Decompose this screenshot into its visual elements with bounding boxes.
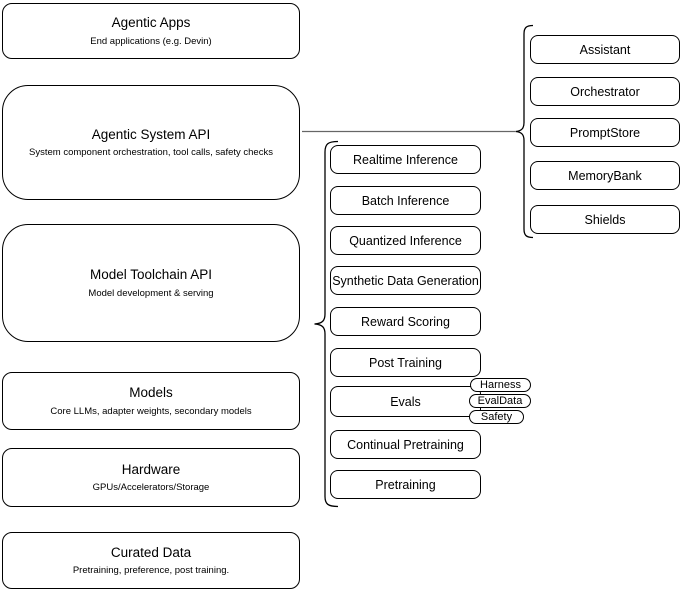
node-agentic-apps-title: Agentic Apps	[111, 15, 191, 31]
node-quantized-inference: Quantized Inference	[330, 226, 481, 255]
node-orchestrator: Orchestrator	[530, 77, 680, 106]
pill-harness: Harness	[470, 378, 531, 392]
node-shields: Shields	[530, 205, 680, 234]
node-pretraining: Pretraining	[330, 470, 481, 499]
node-continual-pretraining: Continual Pretraining	[330, 430, 481, 459]
node-agentic-apps-subtitle: End applications (e.g. Devin)	[90, 35, 212, 47]
pill-safety: Safety	[469, 410, 524, 424]
node-evals: Evals	[330, 386, 481, 417]
node-curated-data-subtitle: Pretraining, preference, post training.	[72, 565, 230, 577]
node-post-training: Post Training	[330, 348, 481, 377]
node-agentic-system-api-subtitle: System component orchestration, tool cal…	[29, 147, 273, 159]
node-curated-data: Curated Data Pretraining, preference, po…	[2, 532, 300, 589]
node-agentic-system-api-title: Agentic System API	[91, 126, 211, 142]
node-hardware-title: Hardware	[121, 461, 181, 477]
node-models-subtitle: Core LLMs, adapter weights, secondary mo…	[50, 405, 252, 417]
node-realtime-inference: Realtime Inference	[330, 145, 481, 174]
node-model-toolchain-api-title: Model Toolchain API	[89, 267, 213, 283]
node-model-toolchain-api-subtitle: Model development & serving	[88, 287, 214, 299]
node-model-toolchain-api: Model Toolchain API Model development & …	[2, 224, 300, 342]
node-batch-inference: Batch Inference	[330, 186, 481, 215]
node-memorybank: MemoryBank	[530, 161, 680, 190]
node-models-title: Models	[129, 385, 173, 401]
node-models: Models Core LLMs, adapter weights, secon…	[2, 372, 300, 430]
node-reward-scoring: Reward Scoring	[330, 307, 481, 336]
node-promptstore: PromptStore	[530, 118, 680, 147]
node-hardware-subtitle: GPUs/Accelerators/Storage	[92, 482, 210, 494]
node-assistant: Assistant	[530, 35, 680, 64]
node-agentic-system-api: Agentic System API System component orch…	[2, 85, 300, 200]
pill-evaldata: EvalData	[469, 394, 531, 408]
node-curated-data-title: Curated Data	[110, 544, 192, 560]
node-synthetic-data-generation: Synthetic Data Generation	[330, 266, 481, 295]
node-agentic-apps: Agentic Apps End applications (e.g. Devi…	[2, 3, 300, 59]
node-hardware: Hardware GPUs/Accelerators/Storage	[2, 448, 300, 507]
